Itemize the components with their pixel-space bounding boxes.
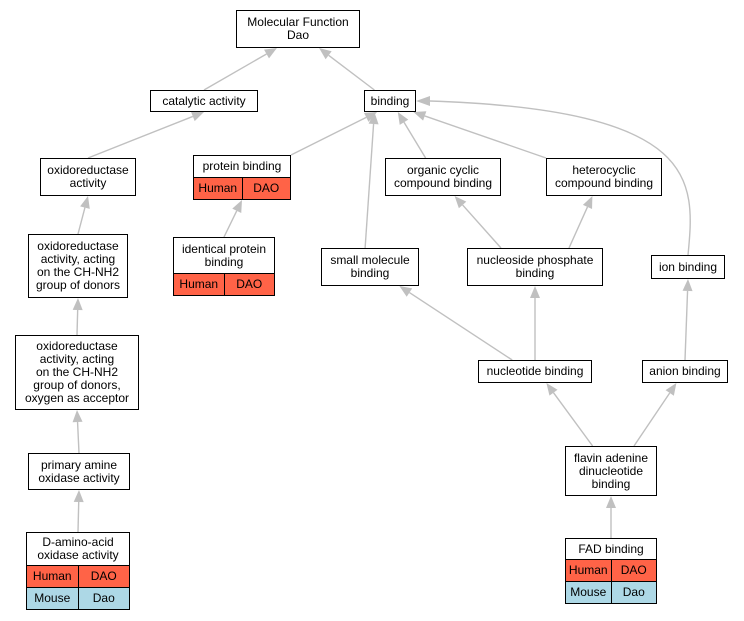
node-nucleoside-phosphate-binding[interactable]: nucleoside phosphate binding (467, 248, 603, 286)
node-flavin-adenine-dinucleotide-binding[interactable]: flavin adenine dinucleotide binding (565, 446, 657, 496)
node-d-amino-acid-oxidase-activity[interactable]: D-amino-acid oxidase activity Human DAO M… (26, 532, 130, 610)
node-label: anion binding (649, 364, 721, 378)
edge-nucleoside_phosphate-to-organic_cyclic (462, 204, 502, 249)
node-label: small molecule binding (330, 253, 410, 280)
edge-organic_cyclic-to-binding (403, 121, 427, 159)
edge-nucleoside_phosphate-to-heterocyclic (568, 206, 589, 249)
edge-arrowhead (546, 383, 558, 396)
edge-arrowhead (72, 298, 83, 311)
node-label: identical protein binding (181, 241, 267, 269)
node-label: catalytic activity (162, 93, 246, 108)
node-label: FAD binding (578, 541, 644, 556)
node-nucleotide-binding[interactable]: nucleotide binding (478, 360, 592, 383)
gene-label: Dao (77, 588, 130, 609)
node-label: primary amine oxidase activity (38, 457, 120, 485)
edge-arrowhead (80, 196, 90, 209)
edge-arrowhead (454, 196, 467, 209)
human-annotation-row: Human DAO (27, 565, 129, 587)
edge-nucleotide-to-small_molecule (409, 291, 513, 361)
edge-arrowhead (682, 279, 693, 292)
node-oxidoreductase-ch-nh2[interactable]: oxidoreductase activity, acting on the C… (28, 234, 128, 298)
edge-arrowhead (582, 196, 593, 209)
gene-label: DAO (77, 566, 130, 587)
node-primary-amine-oxidase-activity[interactable]: primary amine oxidase activity (28, 453, 130, 490)
edge-identical_protein-to-protein_binding (223, 210, 238, 238)
node-heterocyclic-compound-binding[interactable]: heterocyclic compound binding (546, 158, 662, 196)
node-ion-binding[interactable]: ion binding (651, 255, 725, 279)
node-label: D-amino-acid oxidase activity (37, 535, 119, 562)
edge-heterocyclic-to-binding (424, 115, 547, 159)
edge-binding-to-mf (328, 54, 375, 91)
node-molecular-function[interactable]: Molecular Function Dao (236, 10, 360, 48)
node-label: oxidoreductase activity, acting on the C… (24, 339, 130, 405)
species-label: Human (179, 277, 219, 291)
edge-arrowhead (413, 111, 427, 121)
edge-fad_dinucleotide-to-anion (633, 392, 671, 447)
species-label: Human (568, 563, 608, 577)
node-label: organic cyclic compound binding (393, 163, 493, 190)
mouse-annotation-row: Mouse Dao (27, 587, 129, 609)
edge-catalytic-to-mf (203, 53, 267, 91)
edge-ion-binding-arrow (416, 96, 430, 106)
node-label: Molecular Function Dao (247, 15, 349, 42)
node-oxidoreductase-activity[interactable]: oxidoreductase activity (40, 158, 136, 196)
node-label: flavin adenine dinucleotide binding (573, 450, 649, 491)
species-label: Mouse (34, 591, 71, 605)
edge-oxidoreductase-to-catalytic (87, 115, 194, 159)
edge-ox_ch_nh2-to-oxidoreductase (77, 207, 86, 235)
gene-label: DAO (610, 560, 657, 581)
edge-arrowhead (232, 200, 242, 213)
edge-arrowhead (319, 48, 332, 60)
node-label: heterocyclic compound binding (554, 163, 654, 190)
gene-label: DAO (241, 178, 291, 199)
edge-arrowhead (73, 490, 84, 503)
edge-d_amino-to-primary_amine (77, 501, 80, 533)
node-label: ion binding (658, 259, 718, 274)
edge-arrowhead (606, 496, 616, 508)
edge-primary_amine-to-ox_oxygen (76, 421, 80, 454)
edge-ox_oxygen-to-ox_ch_nh2 (76, 309, 79, 336)
edge-arrowhead (530, 286, 540, 298)
edge-arrowhead (399, 286, 413, 297)
species-label: Human (198, 181, 238, 195)
edge-arrowhead (191, 111, 204, 122)
node-label: nucleoside phosphate binding (476, 253, 594, 280)
edge-small_molecule-to-binding (364, 123, 375, 249)
node-oxidoreductase-oxygen-acceptor[interactable]: oxidoreductase activity, acting on the C… (15, 335, 139, 410)
edge-arrowhead (264, 48, 277, 59)
edge-arrowhead (397, 112, 409, 125)
human-annotation-row: Human DAO (174, 273, 274, 295)
node-label: nucleotide binding (486, 364, 584, 378)
node-label: oxidoreductase activity, acting on the C… (35, 239, 121, 292)
node-catalytic-activity[interactable]: catalytic activity (150, 90, 258, 112)
edge-fad_dinucleotide-to-nucleotide (552, 392, 594, 447)
edge-anion-to-ion_binding (684, 290, 689, 361)
species-label: Human (32, 569, 72, 583)
edge-arrowhead (72, 410, 83, 423)
node-label: protein binding (202, 159, 282, 173)
node-label: oxidoreductase activity (47, 163, 129, 190)
node-identical-protein-binding[interactable]: identical protein binding Human DAO (173, 237, 275, 296)
edge-arrowhead (368, 112, 379, 125)
gene-label: DAO (223, 274, 275, 295)
edge-ion_binding-to-binding (429, 100, 691, 256)
species-label: Mouse (570, 585, 607, 599)
node-anion-binding[interactable]: anion binding (642, 360, 728, 383)
node-small-molecule-binding[interactable]: small molecule binding (321, 248, 419, 286)
node-label: binding (370, 93, 410, 108)
edge-protein_binding-to-binding (290, 116, 367, 156)
gene-label: Dao (610, 582, 657, 603)
node-binding[interactable]: binding (364, 90, 416, 112)
node-organic-cyclic-compound-binding[interactable]: organic cyclic compound binding (385, 158, 501, 196)
edge-arrowhead (665, 383, 677, 396)
